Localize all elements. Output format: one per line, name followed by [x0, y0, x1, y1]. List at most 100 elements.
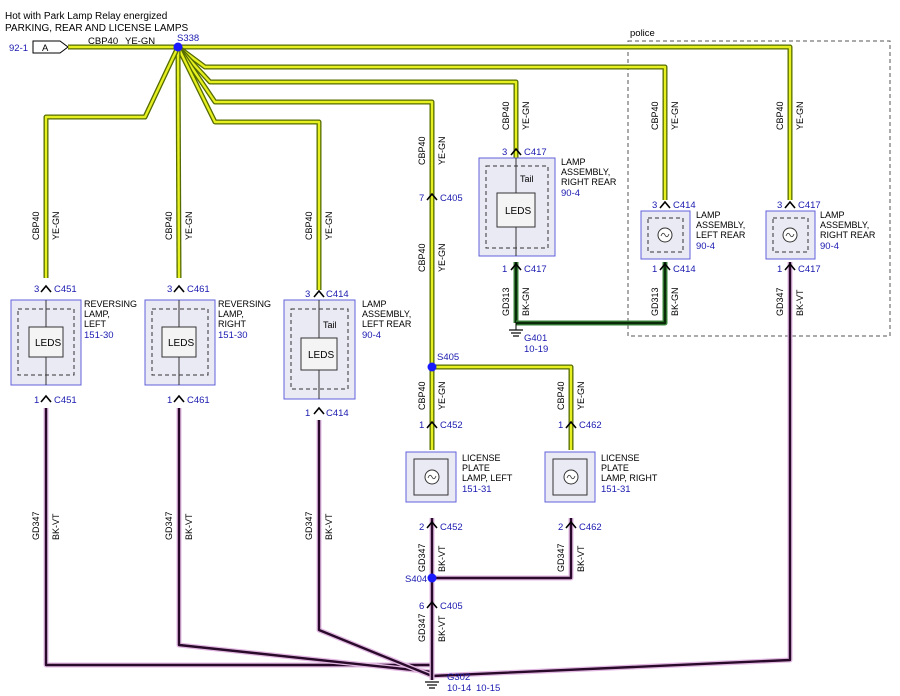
wire-label-color: YE-GN	[795, 101, 805, 130]
pin-number: 2	[419, 522, 424, 533]
component-inner-dashed	[485, 165, 549, 249]
connector-id: C417	[524, 264, 547, 275]
splice-s405	[427, 362, 437, 372]
wire-label-circuit: GD347	[417, 613, 427, 642]
wire-label-circuit: GD347	[304, 511, 314, 540]
wire-label-color: BK-VT	[576, 545, 586, 572]
connector-id: C414	[673, 264, 696, 275]
wire-lic-right-ground	[432, 518, 573, 580]
wire-label-circuit: CBP40	[501, 101, 511, 130]
pin-number: 1	[652, 264, 657, 275]
component-ref: 90-4	[561, 188, 580, 199]
component-name-line2: ASSEMBLY,	[696, 220, 745, 230]
component-name-line3: LAMP, LEFT	[462, 473, 513, 483]
wire-label-circuit: CBP40	[31, 211, 41, 240]
led-label: LEDS	[308, 350, 334, 361]
wire-label-color: YE-GN	[670, 101, 680, 130]
pin-number: 1	[34, 395, 39, 406]
component-inner	[413, 458, 449, 496]
pin-number: 1	[502, 264, 507, 275]
wire-label-circuit: GD313	[501, 287, 511, 316]
header-line-2: PARKING, REAR AND LICENSE LAMPS	[5, 23, 189, 34]
wire-label-circuit: CBP40	[304, 211, 314, 240]
wires	[43, 44, 793, 680]
pin-number: 6	[419, 601, 424, 612]
connector-chevron-icon	[510, 262, 522, 271]
wire-label-color: BK-GN	[670, 287, 680, 316]
connector-chevron-icon	[659, 200, 671, 209]
component-name-line1: LAMP	[561, 157, 586, 167]
component-name-line1: LAMP	[820, 210, 845, 220]
led-module	[496, 192, 536, 228]
ground-ref: 10-19	[524, 344, 548, 355]
pin-number: 3	[34, 284, 39, 295]
connector-id: C451	[54, 395, 77, 406]
connector-id: C461	[187, 395, 210, 406]
ground-ref: 10-14	[447, 683, 471, 694]
component-name-line3: LEFT	[84, 319, 107, 329]
wire-to-police-lr	[177, 46, 667, 200]
ground-name: G401	[524, 333, 547, 344]
component-license-plate-lamp-left: LICENSE PLATE LAMP, LEFT 151-31 1 C452 2…	[405, 420, 513, 533]
connector-chevron-icon	[426, 600, 438, 609]
pin-number: 1	[558, 420, 563, 431]
pin-number: 3	[305, 289, 310, 300]
source-connector-letter: A	[42, 43, 49, 54]
wire-label-color: BK-VT	[437, 615, 447, 642]
inline-connector-c405: 7 C405 6 C405	[419, 193, 463, 612]
wire-lamp-lr-ground	[317, 420, 433, 678]
wire-s405-to-lic-right-edge	[432, 364, 574, 450]
connector-chevron-icon	[784, 200, 796, 209]
source-connector-flag	[32, 40, 69, 54]
wire-label-color: YE-GN	[437, 243, 447, 272]
component-license-plate-lamp-right: LICENSE PLATE LAMP, RIGHT 151-31 1 C462 …	[544, 420, 658, 533]
wire-label-color: BK-VT	[437, 545, 447, 572]
component-inner	[552, 458, 588, 496]
splice-s338-label: S338	[177, 33, 199, 44]
wire-to-c405	[177, 46, 434, 367]
wire-rev-left-ground	[44, 408, 432, 667]
connector-chevron-icon	[173, 394, 185, 403]
connector-id: C405	[440, 193, 463, 204]
component-name-line2: ASSEMBLY,	[820, 220, 869, 230]
wire-label-color: YE-GN	[437, 136, 447, 165]
component-police-lamp-left-rear: LAMP ASSEMBLY, LEFT REAR 90-4 3 C414 1 C…	[640, 200, 746, 275]
pin-number: 7	[419, 193, 424, 204]
wire-to-lamp-rr	[177, 46, 518, 178]
component-lamp-assembly-left-rear: LEDS Tail LAMP ASSEMBLY, LEFT REAR 90-4 …	[283, 289, 412, 419]
component-ref: 90-4	[820, 241, 839, 252]
component-name-line1: REVERSING	[218, 299, 271, 309]
wire-label-circuit: CBP40	[164, 211, 174, 240]
component-name-line2: ASSEMBLY,	[561, 167, 610, 177]
component-inner-dashed	[647, 217, 684, 253]
connector-pins	[40, 147, 796, 609]
pin-number: 3	[777, 200, 782, 211]
led-module	[28, 326, 64, 358]
source-ref: 92-1	[9, 43, 28, 54]
component-ref: 151-30	[84, 330, 114, 341]
component-name-line2: PLATE	[462, 463, 490, 473]
ground-g302: G302 10-14 10-15	[425, 672, 500, 694]
pin-number: 3	[652, 200, 657, 211]
connector-id: C462	[579, 420, 602, 431]
splice-s404	[427, 573, 437, 583]
connector-chevron-icon	[565, 420, 577, 429]
connector-chevron-icon	[426, 420, 438, 429]
splice-s405-label: S405	[437, 352, 459, 363]
police-option-box	[627, 40, 891, 337]
wire-label-circuit: CBP40	[650, 101, 660, 130]
wire-label-circuit: CBP40	[417, 136, 427, 165]
component-name-line2: LAMP,	[218, 309, 244, 319]
connector-chevron-icon	[784, 262, 796, 271]
connector-chevron-icon	[40, 284, 52, 293]
led-label: LEDS	[168, 338, 194, 349]
wire-label-circuit: CBP40	[417, 381, 427, 410]
wire-bk-vt-group	[43, 262, 793, 680]
connector-chevron-icon	[426, 192, 438, 201]
connector-chevron-icon	[313, 289, 325, 298]
wire-ye-gn-group	[43, 44, 793, 450]
wire-label-color: BK-GN	[521, 287, 531, 316]
connector-chevron-icon	[565, 520, 577, 529]
wire-label-color: YE-GN	[521, 101, 531, 130]
